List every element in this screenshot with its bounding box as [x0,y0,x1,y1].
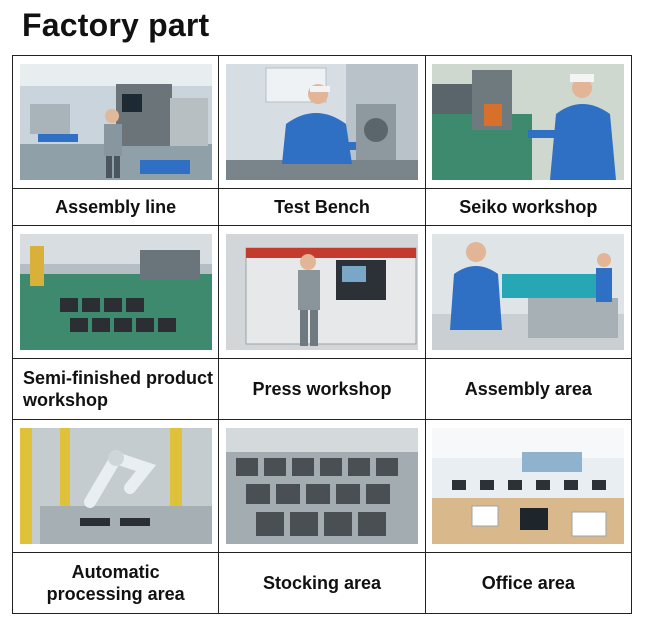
automatic-processing-photo [19,428,212,544]
office-area-photo [432,428,625,544]
cell-label-seiko-workshop: Seiko workshop [459,197,598,217]
label-cell: Assembly area [424,358,633,420]
label-cell: Assembly line [11,188,220,226]
photo-cell [218,419,426,553]
label-cell: Automatic processing area [11,552,220,614]
label-row: Automatic processing area Stocking area … [11,552,633,614]
photo-row [11,419,633,553]
photo-cell [424,55,633,189]
cell-label-office-area: Office area [481,573,575,593]
photo-cell [218,55,426,189]
page-title: Factory part [22,7,210,43]
label-cell: Office area [424,552,633,614]
stocking-area-photo [225,428,418,544]
label-cell: Seiko workshop [424,188,633,226]
cell-label-semi-finished-product-workshop: Semi-finished product workshop [23,368,214,410]
label-row: Semi-finished product workshop Press wor… [11,358,633,420]
label-cell: Press workshop [218,358,426,420]
semi-finished-workshop-photo [19,234,212,350]
label-row: Assembly line Test Bench Seiko workshop [11,188,633,226]
cell-label-press-workshop: Press workshop [252,379,392,399]
cell-label-stocking-area: Stocking area [262,573,382,593]
label-cell: Test Bench [218,188,426,226]
press-workshop-photo [225,234,418,350]
label-cell: Semi-finished product workshop [11,358,220,420]
factory-photo-grid: Assembly line Test Bench Seiko workshop [11,55,633,614]
photo-row [11,55,633,189]
assembly-line-photo [19,64,212,180]
test-bench-photo [225,64,418,180]
photo-cell [424,419,633,553]
cell-label-test-bench: Test Bench [274,197,370,217]
cell-label-automatic-processing-area: Automatic processing area [46,562,185,604]
photo-cell [11,225,220,359]
label-cell: Stocking area [218,552,426,614]
photo-cell [11,55,220,189]
seiko-workshop-photo [432,64,625,180]
photo-cell [11,419,220,553]
cell-label-assembly-line: Assembly line [55,197,177,217]
assembly-area-photo [432,234,625,350]
cell-label-assembly-area: Assembly area [464,379,592,399]
photo-row [11,225,633,359]
photo-cell [218,225,426,359]
photo-cell [424,225,633,359]
